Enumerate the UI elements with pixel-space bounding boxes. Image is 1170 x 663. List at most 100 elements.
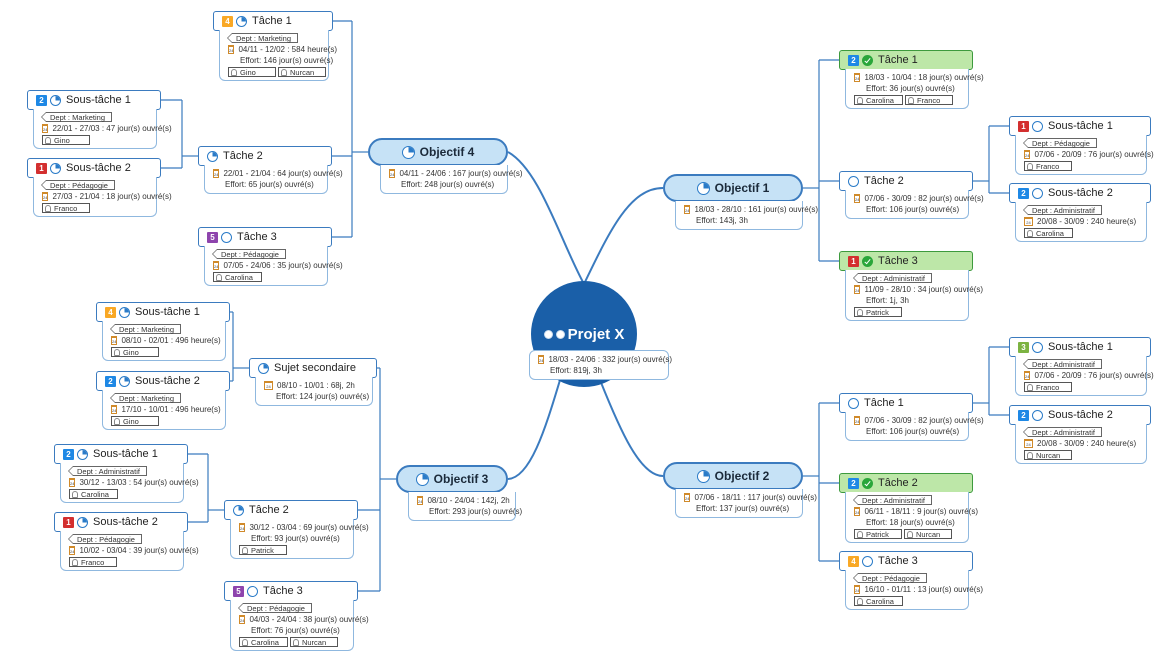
topic-o3t2[interactable]: Tâche 2 — [224, 500, 358, 520]
topic-o2t1[interactable]: Tâche 1 — [839, 393, 973, 413]
resource-chip[interactable]: Franco — [904, 95, 953, 105]
tag-row: Dept : Pédagogie — [238, 603, 347, 614]
topic-title: Sous-tâche 1 — [93, 448, 158, 460]
department-tag: Dept : Marketing — [226, 33, 299, 43]
progress-icon — [848, 397, 859, 409]
priority-badge: 5 — [233, 585, 244, 597]
progress-icon — [1032, 409, 1043, 421]
priority-badge: 1 — [63, 516, 74, 528]
department-tag: Dept : Pédagogie — [41, 180, 115, 190]
effort-row: Effort: 65 jour(s) ouvré(s) — [213, 179, 321, 190]
resource-chip[interactable]: Carolina — [854, 596, 903, 606]
topic-title: Sous-tâche 1 — [135, 306, 200, 318]
resource-chip[interactable]: Carolina — [854, 95, 903, 105]
connector — [599, 379, 664, 477]
resource-chip[interactable]: Franco — [69, 557, 117, 567]
priority-badge: 2 — [848, 477, 859, 489]
resource-chip[interactable]: Patrick — [854, 307, 902, 317]
calendar-icon: 24 — [684, 205, 691, 214]
resource-chip[interactable]: Franco — [1024, 161, 1072, 171]
resource-chip[interactable]: Carolina — [1024, 228, 1073, 238]
topic-o3ss[interactable]: Sujet secondaire — [249, 358, 377, 378]
resource-name: Carolina — [1036, 228, 1064, 238]
progress-icon — [247, 585, 258, 597]
resource-chip[interactable]: Nurcan — [278, 67, 326, 77]
effort-row: Effort: 124 jour(s) ouvré(s) — [264, 391, 369, 402]
effort-row: Effort: 1j, 3h — [854, 295, 962, 306]
resource-chip[interactable]: Carolina — [213, 272, 262, 282]
calendar-icon: 24 — [42, 192, 49, 201]
priority-badge: 5 — [207, 231, 218, 243]
topic-o2[interactable]: Objectif 2 — [663, 462, 803, 490]
resource-chip[interactable]: Gino — [228, 67, 276, 77]
resource-chip[interactable]: Patrick — [239, 545, 287, 555]
topic-title: Tâche 3 — [878, 255, 918, 267]
resource-name: Patrick — [866, 307, 889, 317]
resource-chip[interactable]: Nurcan — [904, 529, 952, 539]
progress-icon — [862, 255, 873, 267]
resources: Carolina Franco — [854, 95, 962, 105]
effort-text: Effort: 65 jour(s) ouvré(s) — [225, 180, 314, 189]
priority-badge: 3 — [1018, 341, 1029, 353]
resource-chip[interactable]: Gino — [111, 347, 159, 357]
connector — [583, 187, 664, 285]
topic-o4t2[interactable]: Tâche 2 — [198, 146, 332, 166]
resource-chip[interactable]: Gino — [111, 416, 159, 426]
topic-o1[interactable]: Objectif 1 — [663, 174, 803, 202]
resource-name: Franco — [916, 95, 941, 105]
department-tag: Dept : Marketing — [109, 393, 182, 403]
topic-title: Sous-tâche 2 — [1048, 187, 1113, 199]
topic-o4[interactable]: Objectif 4 — [368, 138, 508, 166]
effort-row: Effort: 106 jour(s) ouvré(s) — [854, 204, 962, 215]
topic-o3[interactable]: Objectif 3 — [396, 465, 508, 493]
topic-o1t2[interactable]: Tâche 2 — [839, 171, 973, 191]
dates-text: 20/08 - 30/09 : 240 heure(s) — [1037, 439, 1137, 448]
resource-chip[interactable]: Nurcan — [1024, 450, 1072, 460]
resource-chip[interactable]: Carolina — [239, 637, 288, 647]
department-tag: Dept : Administratif — [68, 466, 147, 476]
resource-chip[interactable]: Franco — [42, 203, 90, 213]
person-icon — [72, 558, 78, 566]
resource-chip[interactable]: Carolina — [69, 489, 118, 499]
progress-icon — [696, 181, 710, 195]
person-icon — [857, 96, 863, 104]
person-icon — [231, 68, 237, 76]
resource-chip[interactable]: Franco — [1024, 382, 1072, 392]
calendar-icon: 24 — [213, 169, 220, 178]
resource-chip[interactable]: Gino — [42, 135, 90, 145]
person-icon — [45, 136, 51, 144]
topic-title: Tâche 1 — [864, 397, 904, 409]
resource-chip[interactable]: Patrick — [854, 529, 902, 539]
calendar-icon: 24 — [854, 585, 861, 594]
effort-row: Effort: 143j, 3h — [684, 215, 796, 226]
resource-chip[interactable]: Nurcan — [289, 637, 338, 647]
effort-row: Effort: 106 jour(s) ouvré(s) — [854, 426, 962, 437]
